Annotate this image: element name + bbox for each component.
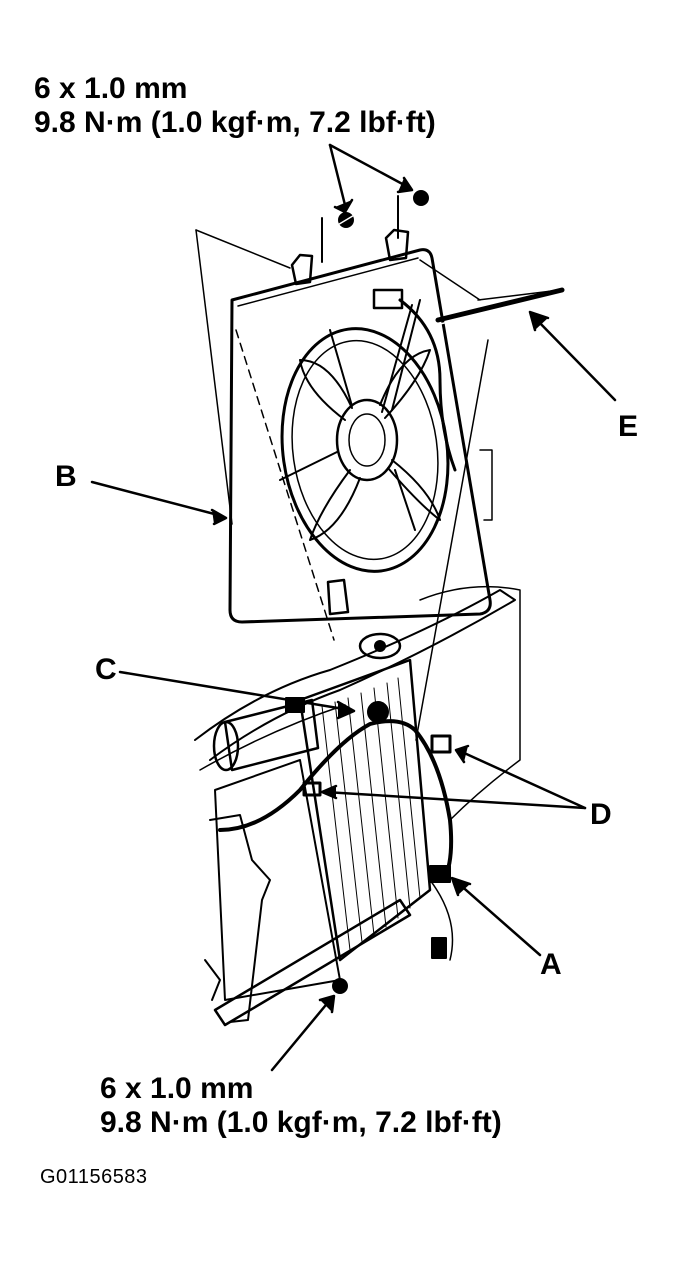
top-bolt-torque-spec: 6 x 1.0 mm 9.8 N·m (1.0 kgf·m, 7.2 lbf·f… bbox=[34, 72, 436, 140]
bottom-bolt-torque-spec: 6 x 1.0 mm 9.8 N·m (1.0 kgf·m, 7.2 lbf·f… bbox=[100, 1072, 502, 1140]
callout-d: D bbox=[590, 798, 612, 831]
top-bolt-torque: 9.8 N·m (1.0 kgf·m, 7.2 lbf·ft) bbox=[34, 106, 436, 139]
top-bolts bbox=[335, 190, 429, 228]
figure-id: G01156583 bbox=[40, 1166, 148, 1188]
callout-e: E bbox=[618, 410, 639, 443]
top-bolt-size: 6 x 1.0 mm bbox=[34, 72, 188, 105]
fan-shroud bbox=[228, 195, 493, 641]
bottom-bolt-torque: 9.8 N·m (1.0 kgf·m, 7.2 lbf·ft) bbox=[100, 1106, 502, 1139]
radiator-assembly bbox=[194, 585, 521, 1027]
callout-a: A bbox=[540, 948, 562, 981]
bottom-bolt-size: 6 x 1.0 mm bbox=[100, 1072, 254, 1105]
wire-harness bbox=[218, 697, 454, 994]
assembly-guide-lines bbox=[195, 229, 561, 741]
callout-b: B bbox=[55, 460, 77, 493]
leader-arrows bbox=[90, 143, 617, 1072]
callout-c: C bbox=[95, 653, 117, 686]
part-e-hose bbox=[435, 287, 565, 325]
